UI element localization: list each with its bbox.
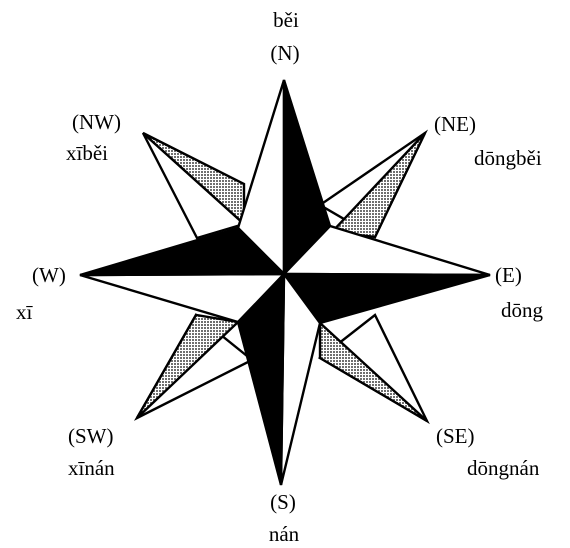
ne-point-dotted-half [332,133,425,237]
label-northwest-pinyin: xīběi [66,141,108,165]
label-southwest-pinyin: xīnán [68,456,115,480]
label-north-code: (N) [270,41,299,65]
label-southwest-code: (SW) [68,424,114,448]
label-west-pinyin: xī [16,300,32,324]
label-northeast-code: (NE) [434,112,476,136]
label-east-pinyin: dōng [501,298,543,322]
label-south-code: (S) [270,490,296,514]
label-northeast-pinyin: dōngběi [474,146,542,170]
label-north-pinyin: běi [273,8,299,32]
label-southeast-pinyin: dōngnán [467,456,539,480]
label-south-pinyin: nán [269,522,299,546]
label-east-code: (E) [495,263,522,287]
label-northwest-code: (NW) [72,110,121,134]
label-west-code: (W) [32,263,66,287]
label-southeast-code: (SE) [436,424,475,448]
